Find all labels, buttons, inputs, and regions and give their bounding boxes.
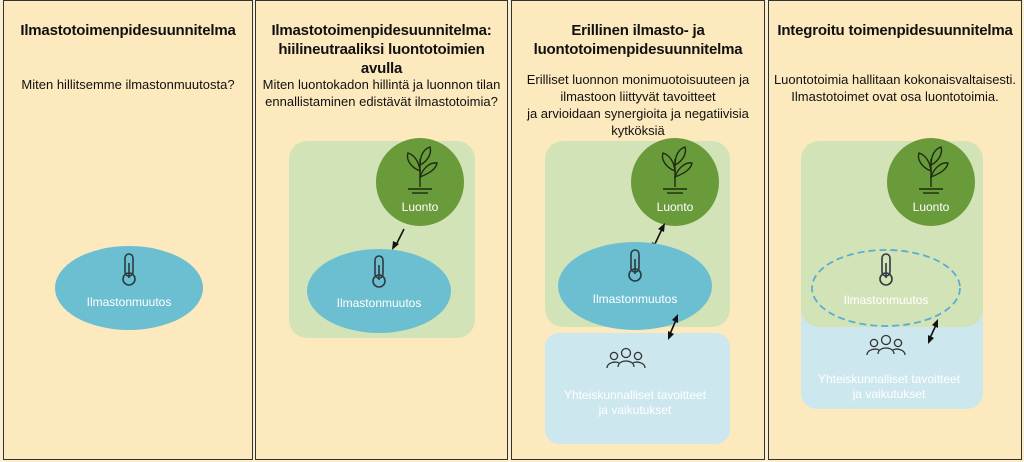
society-label-line: Yhteiskunnalliset tavoitteet bbox=[564, 388, 707, 402]
panel-3-title: Erillinen ilmasto- ja luontotoimenpidesu… bbox=[512, 21, 764, 59]
double-arrow-icon bbox=[668, 314, 678, 340]
panel-2-question: Miten luontokadon hillintä ja luonnon ti… bbox=[256, 76, 507, 110]
climate-label: Ilmastonmuutos bbox=[844, 293, 929, 307]
climate-label: Ilmastonmuutos bbox=[337, 296, 422, 310]
plant-icon bbox=[406, 146, 438, 194]
thermometer-icon bbox=[372, 255, 386, 288]
panel-4-question-line: Luontotoimia hallitaan kokonaisvaltaises… bbox=[773, 72, 1017, 87]
panel-2-title-line: Ilmastotoimenpidesuunnitelma: bbox=[271, 22, 492, 39]
panel-4-title: Integroitu toimenpidesuunnitelma bbox=[769, 21, 1021, 40]
thermometer-icon bbox=[122, 253, 136, 286]
panel-3-title-line: luontotoimenpidesuunnitelma bbox=[533, 41, 743, 58]
panel-2-title-line: hiilineutraaliksi luontotoimien avulla bbox=[278, 41, 485, 77]
panel-2-diagram: Luonto Ilmastonmuutos bbox=[289, 138, 475, 338]
people-icon bbox=[606, 347, 646, 369]
climate-ellipse-dashed bbox=[811, 249, 961, 327]
panel-2-question-line: Miten luontokadon hillintä ja luonnon ti… bbox=[262, 77, 501, 92]
society-label-line: Yhteiskunnalliset tavoitteet bbox=[818, 372, 961, 386]
society-label-line: ja vaikutukset bbox=[852, 387, 926, 401]
panel-3-title-line: Erillinen ilmasto- ja bbox=[571, 22, 705, 39]
double-arrow-icon bbox=[392, 228, 405, 250]
plant-icon bbox=[661, 146, 693, 194]
climate-ellipse bbox=[55, 246, 203, 330]
panel-3: Erillinen ilmasto- ja luontotoimenpidesu… bbox=[511, 0, 765, 460]
double-arrow-icon bbox=[928, 319, 938, 344]
panel-4-question: Luontotoimia hallitaan kokonaisvaltaises… bbox=[769, 71, 1021, 105]
panel-3-question-line: ja arvioidaan synergioita ja negatiivisi… bbox=[527, 106, 749, 121]
panel-1-question-line: Miten hillitsemme ilmastonmuutosta? bbox=[21, 77, 235, 92]
panel-4-diagram: Luonto Ilmastonmuutos Yhteiskunnalliset … bbox=[801, 138, 983, 409]
plant-icon bbox=[917, 146, 949, 194]
panel-3-diagram: Luonto Ilmastonmuutos Yhteiskunnalliset … bbox=[545, 138, 730, 444]
panel-3-question-line: Erilliset luonnon monimuotoisuuteen ja bbox=[526, 72, 750, 87]
panel-4-title-line: Integroitu toimenpidesuunnitelma bbox=[777, 22, 1013, 39]
panel-1-title: Ilmastotoimenpidesuunnitelma bbox=[4, 21, 252, 40]
panel-1: Ilmastotoimenpidesuunnitelma Miten hilli… bbox=[3, 0, 253, 460]
people-icon bbox=[866, 334, 906, 356]
panel-3-question: Erilliset luonnon monimuotoisuuteen ja i… bbox=[512, 71, 764, 139]
panel-4: Integroitu toimenpidesuunnitelma Luontot… bbox=[768, 0, 1022, 460]
climate-ellipse bbox=[307, 249, 451, 333]
climate-label: Ilmastonmuutos bbox=[593, 292, 678, 306]
panel-3-question-line: ilmastoon liittyvät tavoitteet bbox=[560, 89, 716, 104]
panel-2-title: Ilmastotoimenpidesuunnitelma: hiilineutr… bbox=[256, 21, 507, 78]
thermometer-icon bbox=[879, 253, 893, 286]
panel-1-diagram: Ilmastonmuutos bbox=[55, 246, 203, 330]
nature-label: Luonto bbox=[657, 200, 694, 214]
society-box bbox=[545, 333, 730, 444]
panel-1-title-line: Ilmastotoimenpidesuunnitelma bbox=[20, 22, 236, 39]
panel-4-question-line: Ilmastotoimet ovat osa luontotoimia. bbox=[791, 89, 999, 104]
panel-3-question-line: kytköksiä bbox=[611, 123, 665, 138]
panel-1-question: Miten hillitsemme ilmastonmuutosta? bbox=[4, 76, 252, 93]
panel-2: Ilmastotoimenpidesuunnitelma: hiilineutr… bbox=[255, 0, 508, 460]
society-label-line: ja vaikutukset bbox=[598, 403, 672, 417]
climate-ellipse bbox=[558, 242, 712, 330]
nature-label: Luonto bbox=[402, 200, 439, 214]
thermometer-icon bbox=[628, 249, 642, 282]
nature-label: Luonto bbox=[913, 200, 950, 214]
climate-label: Ilmastonmuutos bbox=[87, 295, 172, 309]
panel-2-question-line: ennallistaminen edistävät ilmastotoimia? bbox=[265, 94, 498, 109]
